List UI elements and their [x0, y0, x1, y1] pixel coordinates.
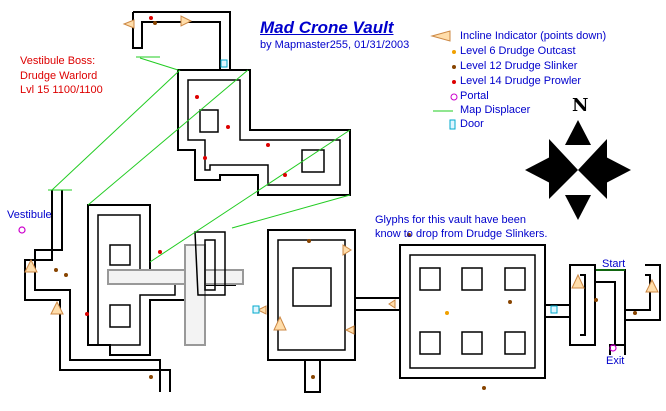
legend-item-incline: Incline Indicator (points down) — [430, 30, 607, 42]
legend-item-displacer: Map Displacer — [433, 104, 531, 116]
compass-north-label: N — [572, 95, 589, 116]
legend-item-door: Door — [449, 118, 484, 130]
legend-item-outcast: Level 6 Drudge Outcast — [452, 45, 576, 57]
legend-label-outcast: Level 6 Drudge Outcast — [460, 45, 576, 57]
door-markers — [220, 59, 558, 314]
portal-markers — [18, 226, 617, 352]
exit-label: Exit — [606, 355, 625, 367]
portal-icon — [450, 93, 458, 101]
vestibule-label: Vestibule — [7, 209, 52, 221]
glyphs-note-line-1: Glyphs for this vault have been — [375, 214, 527, 226]
boss-name: Drudge Warlord — [20, 70, 98, 82]
door-icon — [449, 119, 456, 130]
legend-item-portal: Portal — [450, 90, 489, 102]
legend-label-displacer: Map Displacer — [460, 104, 531, 116]
legend-label-slinker: Level 12 Drudge Slinker — [460, 60, 578, 72]
legend-item-slinker: Level 12 Drudge Slinker — [452, 60, 578, 72]
map-title: Mad Crone Vault — [260, 18, 394, 37]
glyphs-note-line-2: know to drop from Drudge Slinkers. — [375, 228, 548, 240]
legend-item-prowler: Level 14 Drudge Prowler — [452, 75, 582, 87]
start-label: Start — [602, 258, 626, 270]
outcast-dot-icon — [452, 50, 456, 54]
monster-dots — [54, 16, 637, 390]
map-walls — [24, 11, 661, 393]
boss-level: Lvl 15 1100/1100 — [20, 84, 103, 96]
compass-rose — [525, 120, 631, 220]
map-displacer-lines — [48, 56, 625, 271]
boss-label: Vestibule Boss: — [20, 55, 96, 67]
legend-label-prowler: Level 14 Drudge Prowler — [460, 75, 582, 87]
map-byline: by Mapmaster255, 01/31/2003 — [260, 39, 410, 51]
incline-icon — [430, 30, 451, 42]
incline-markers — [24, 15, 659, 335]
displacer-line-icon — [433, 110, 453, 112]
legend-label-incline: Incline Indicator (points down) — [460, 30, 607, 42]
slinker-dot-icon — [452, 65, 456, 69]
legend-label-portal: Portal — [460, 90, 489, 102]
prowler-dot-icon — [452, 80, 456, 84]
legend-label-door: Door — [460, 118, 484, 130]
